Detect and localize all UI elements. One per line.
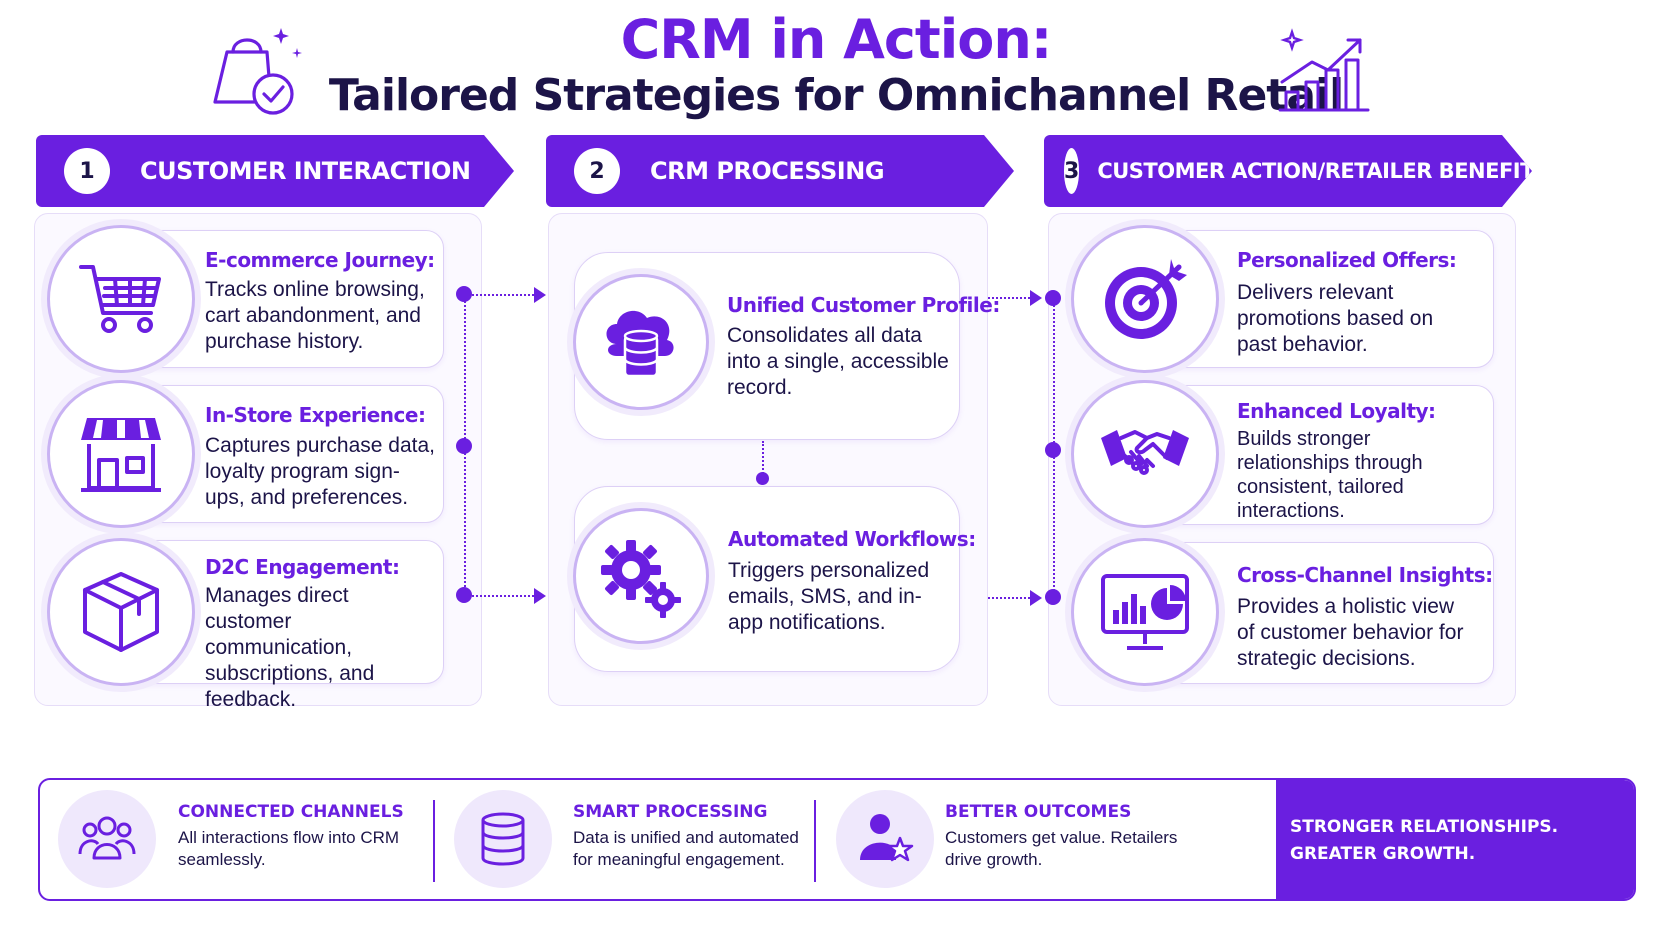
connector-line	[472, 595, 534, 597]
column-label: CRM PROCESSING	[650, 157, 885, 185]
connector-line	[988, 597, 1030, 599]
connector-dot	[756, 472, 769, 485]
analytics-monitor-icon	[1101, 574, 1189, 650]
card-title: D2C Engagement:	[205, 555, 400, 579]
icon-circle	[1071, 380, 1219, 528]
people-group-icon	[78, 816, 136, 860]
summary-title: BETTER OUTCOMES	[945, 802, 1132, 822]
final-message: STRONGER RELATIONSHIPS. GREATER GROWTH.	[1290, 817, 1559, 864]
card-title: Enhanced Loyalty:	[1237, 399, 1436, 423]
card-description: Delivers relevant promotions based on pa…	[1237, 281, 1434, 356]
card-title: E-commerce Journey:	[205, 248, 435, 272]
column-header-customer-action: 3 CUSTOMER ACTION/RETAILER BENEFIT	[1044, 135, 1532, 207]
summary-banner: CONNECTED CHANNELS All interactions flow…	[38, 778, 1636, 901]
connector-arrowhead	[534, 287, 546, 303]
column-label: CUSTOMER ACTION/RETAILER BENEFIT	[1097, 159, 1534, 183]
handshake-icon	[1101, 430, 1189, 475]
final-highlight	[1276, 780, 1634, 899]
connector-arrowhead	[1030, 590, 1042, 606]
user-star-icon	[860, 814, 914, 862]
connector-arrowhead	[534, 588, 546, 604]
connector-dot	[1045, 290, 1061, 306]
step-number: 1	[64, 148, 110, 194]
step-number: 2	[574, 148, 620, 194]
card-title: Cross-Channel Insights:	[1237, 563, 1493, 587]
icon-circle	[47, 225, 195, 373]
card-description: Tracks online browsing, cart abandonment…	[205, 278, 425, 353]
connector-dot	[1045, 442, 1061, 458]
icon-circle	[1071, 225, 1219, 373]
database-icon	[481, 812, 525, 866]
summary-description: Customers get value. Retailers drive gro…	[945, 828, 1178, 869]
package-box-icon	[83, 572, 159, 652]
shopping-bag-check-icon	[213, 28, 302, 115]
storefront-icon	[81, 418, 161, 492]
connector-dot	[456, 438, 472, 454]
icon-circle	[454, 790, 552, 888]
icon-circle	[58, 790, 156, 888]
card-title: In-Store Experience:	[205, 403, 426, 427]
icon-circle	[836, 790, 934, 888]
icon-circle	[573, 508, 709, 644]
connector-line	[988, 297, 1030, 299]
connector-line	[762, 441, 764, 477]
icon-circle	[47, 538, 195, 686]
summary-description: All interactions flow into CRM seamlessl…	[178, 828, 400, 869]
connector-dot	[456, 587, 472, 603]
column-header-crm-processing: 2 CRM PROCESSING	[546, 135, 1014, 207]
summary-title: CONNECTED CHANNELS	[178, 802, 404, 822]
icon-circle	[47, 380, 195, 528]
card-description: Captures purchase data, loyalty program …	[205, 434, 435, 509]
divider	[814, 800, 816, 882]
card-description: Manages direct customer communication, s…	[205, 584, 375, 711]
card-title: Personalized Offers:	[1237, 248, 1457, 272]
target-icon	[1105, 259, 1187, 339]
icon-circle	[1071, 538, 1219, 686]
summary-title: SMART PROCESSING	[573, 802, 768, 822]
divider	[433, 800, 435, 882]
page-title: CRM in Action:	[620, 8, 1053, 71]
connector-line	[472, 294, 534, 296]
growth-chart-icon	[1278, 28, 1370, 112]
column-header-customer-interaction: 1 CUSTOMER INTERACTION	[36, 135, 514, 207]
icon-circle	[573, 274, 709, 410]
card-description: Triggers personalized emails, SMS, and i…	[728, 559, 930, 634]
growth-chart-icon	[1214, 802, 1276, 870]
connector-dot	[456, 286, 472, 302]
connector-arrowhead	[1030, 290, 1042, 306]
card-description: Consolidates all data into a single, acc…	[727, 324, 949, 399]
column-label: CUSTOMER INTERACTION	[140, 157, 471, 185]
connector-dot	[1045, 589, 1061, 605]
step-number: 3	[1064, 148, 1079, 194]
card-description: Provides a holistic view of customer beh…	[1237, 595, 1464, 670]
card-title: Automated Workflows:	[728, 527, 976, 551]
cloud-database-icon	[606, 310, 674, 378]
gears-icon	[601, 540, 681, 618]
page-subtitle: Tailored Strategies for Omnichannel Reta…	[328, 70, 1344, 121]
shopping-cart-icon	[79, 265, 161, 333]
card-description: Builds stronger relationships through co…	[1237, 428, 1423, 522]
summary-description: Data is unified and automated for meanin…	[573, 828, 799, 869]
card-title: Unified Customer Profile:	[727, 293, 1000, 317]
